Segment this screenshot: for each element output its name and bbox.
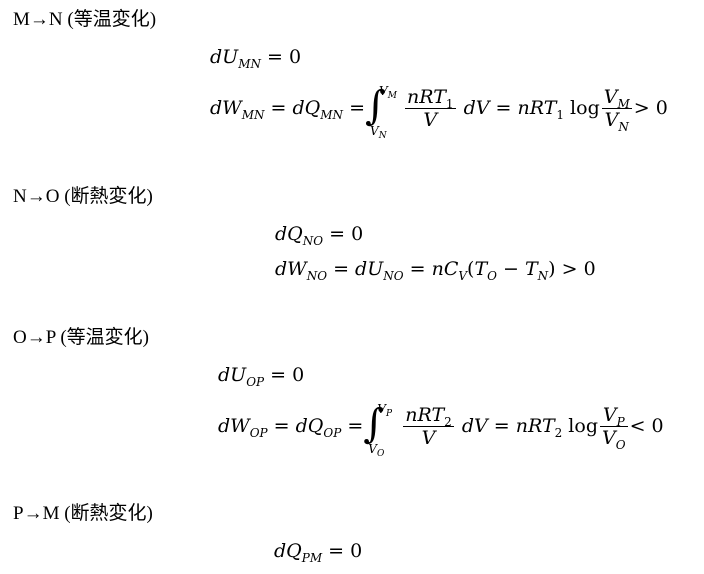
integral-sign: ∫ VP VO	[363, 401, 392, 459]
fraction-nrt2-v: nRT2 V	[403, 403, 454, 449]
equation-du-mn: dUMN = 0	[210, 46, 302, 71]
section-heading-o-p: O→P (等温変化)	[13, 327, 149, 348]
section-heading-m-n: M→N (等温変化)	[13, 9, 157, 30]
fraction-vp-vo: VP VO	[599, 403, 628, 452]
section-heading-n-o: N→O (断熱変化)	[13, 186, 153, 207]
section-heading-p-m: P→M (断熱変化)	[13, 503, 153, 524]
equation-dw-mn: dWMN = dQMN = ∫ VM VN nRT1 V dV = nRT1 l…	[210, 80, 668, 141]
fraction-nrt1-v: nRT1 V	[405, 85, 456, 131]
integral-sign: ∫ VM VN	[365, 83, 397, 141]
equation-dw-op: dWOP = dQOP = ∫ VP VO nRT2 V dV = nRT2 l…	[218, 398, 664, 459]
fraction-vm-vn: VM VN	[601, 85, 632, 134]
equation-dw-no: dWNO = dUNO = nCV(TO − TN) > 0	[275, 258, 596, 283]
equation-dq-pm: dQPM = 0	[274, 540, 363, 565]
equation-du-op: dUOP = 0	[218, 364, 305, 389]
equation-dq-no: dQNO = 0	[275, 223, 364, 248]
